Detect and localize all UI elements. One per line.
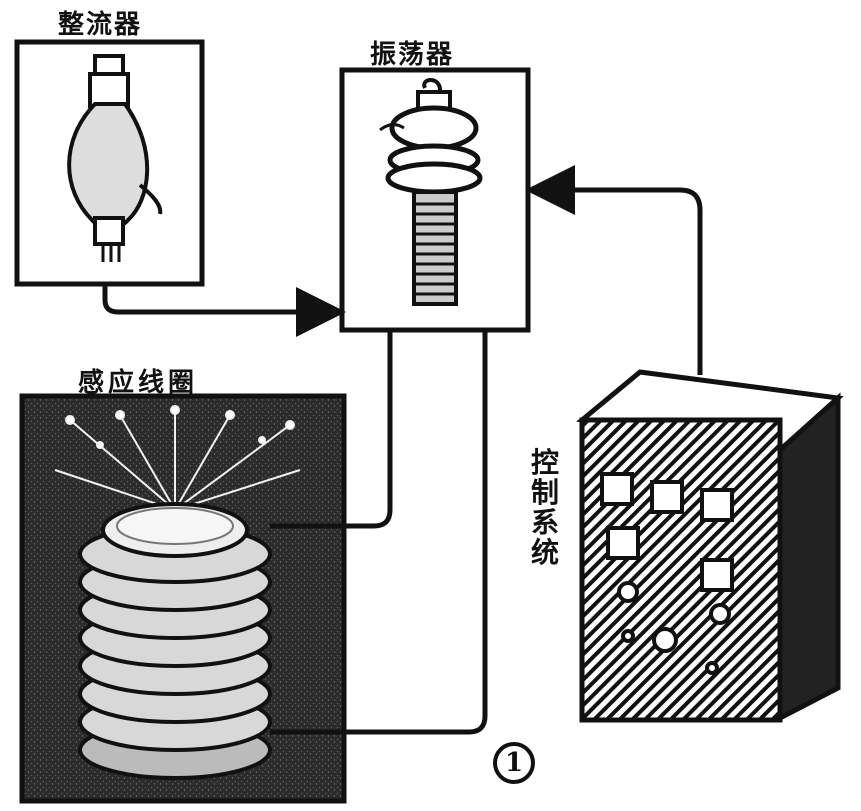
rectifier-tube-icon: [67, 54, 163, 262]
induction-coil-box: [19, 393, 347, 804]
rectifier-label: 整流器: [58, 10, 143, 40]
control-knob-icon: [617, 581, 731, 675]
control-system-label: 控制系统: [530, 446, 559, 569]
connection-wires: [102, 165, 703, 735]
coil-winding-icon: [78, 502, 272, 780]
oscillator-tube-icon: [379, 78, 483, 306]
oscillator-box: [339, 67, 531, 333]
control-cabinet: [576, 369, 844, 723]
oscillator-label: 振荡器: [370, 40, 455, 70]
control-meter-icon: [600, 472, 734, 592]
figure-number: 1: [493, 742, 535, 784]
induction-coil-label: 感应线圈: [78, 368, 199, 398]
rectifier-box: [14, 39, 205, 287]
